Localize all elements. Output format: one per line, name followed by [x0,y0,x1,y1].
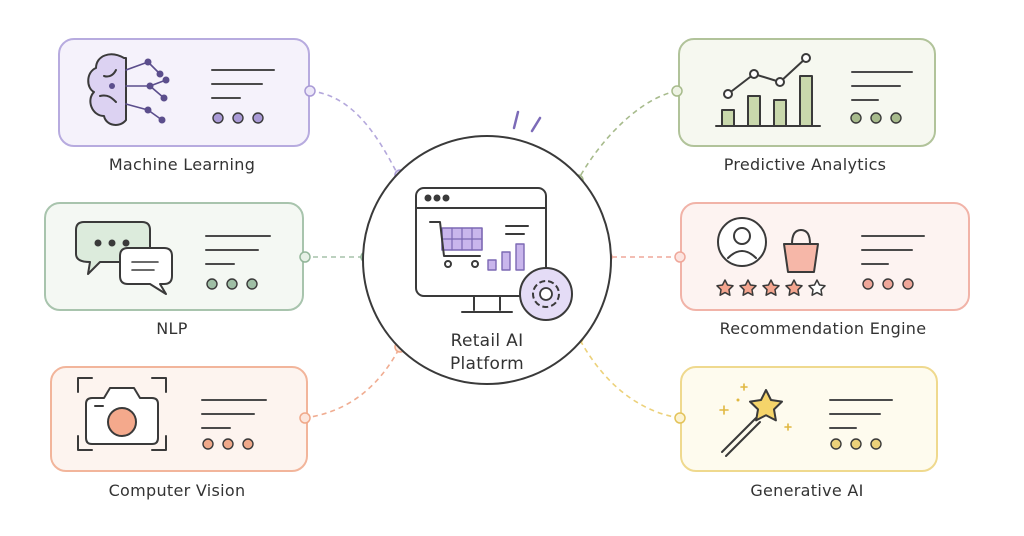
placeholder-nlp [205,235,271,265]
placeholder-generative-ai [829,399,893,429]
trend-chart-icon [715,53,821,127]
label-recommendation-engine: Recommendation Engine [719,319,927,338]
magic-wand-icon [719,383,792,457]
connectors [303,90,681,419]
center-title-line1: Retail AI [450,331,524,351]
placeholder-machine-learning [211,69,275,99]
label-machine-learning: Machine Learning [108,155,256,174]
camera-icon [77,377,167,451]
connector-computer-vision [303,346,401,419]
monitor-cart-icon [415,187,547,313]
connector-machine-learning [309,90,399,176]
card-generative-ai [680,366,938,472]
sparkle-icon [512,110,542,133]
label-generative-ai: Generative AI [750,481,864,500]
brain-network-icon [87,53,170,126]
label-computer-vision: Computer Vision [108,481,246,500]
user-bag-stars-icon [716,217,826,296]
gear-icon [519,267,573,321]
connector-predictive-analytics [577,90,678,181]
placeholder-recommendation-engine [861,235,925,265]
chat-bubbles-icon [75,221,173,295]
connector-generative-ai [579,339,681,419]
card-dots [202,112,914,450]
card-placeholders [201,69,925,429]
placeholder-computer-vision [201,399,267,429]
center-title: Retail AI Platform [407,330,567,376]
label-nlp: NLP [156,319,188,338]
center-title-line2: Platform [449,354,525,374]
placeholder-predictive-analytics [851,71,913,101]
label-predictive-analytics: Predictive Analytics [723,155,887,174]
